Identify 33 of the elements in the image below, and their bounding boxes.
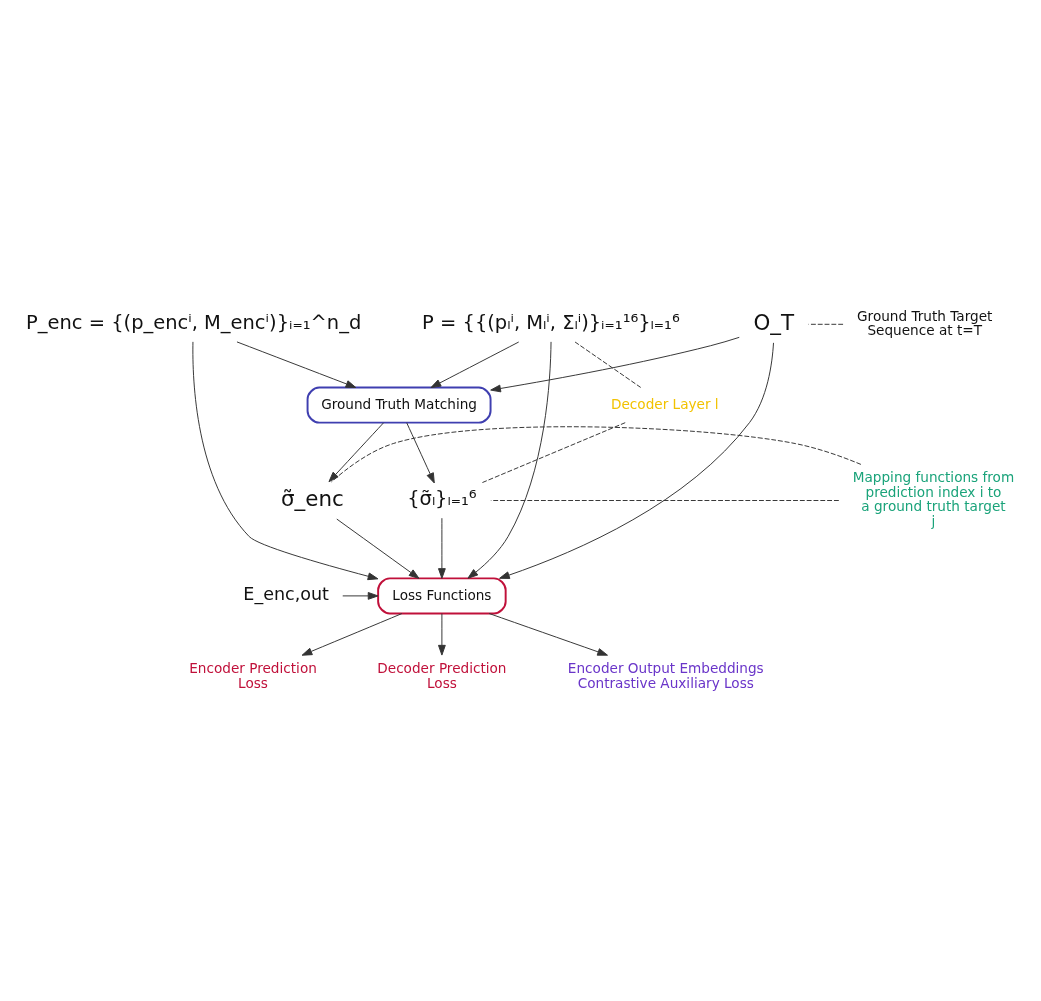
node-text: O_T <box>753 309 795 335</box>
node-text: Decoder Prediction Loss <box>377 659 507 691</box>
node-text: P_enc = {(p_encⁱ, M_encⁱ)}ᵢ₌₁^n_d <box>26 311 362 335</box>
arrow <box>499 342 774 579</box>
arrow <box>192 341 379 581</box>
connector <box>481 422 626 484</box>
node-text: E_enc,out <box>243 584 329 605</box>
node-box: Ground Truth Matching <box>306 386 492 424</box>
node-text: σ̃_enc <box>281 485 344 511</box>
arrow <box>488 613 608 656</box>
connector <box>330 426 862 483</box>
arrow <box>438 517 446 579</box>
connector <box>808 323 844 325</box>
arrow <box>406 422 435 484</box>
arrow <box>336 518 420 579</box>
connector <box>574 341 642 388</box>
node-text: {σ̃ₗ}ₗ₌₁⁶ <box>407 487 477 511</box>
node-text: Encoder Output Embeddings Contrastive Auxiliary Loss <box>567 659 764 691</box>
arrow <box>467 341 552 579</box>
node-text: Encoder Prediction Loss <box>189 659 317 691</box>
node-text: Mapping functions from prediction index i to a ground truth target j <box>852 469 1015 529</box>
arrow <box>301 613 403 656</box>
arrow <box>328 422 385 483</box>
arrow <box>430 341 520 389</box>
node-text: Decoder Layer l <box>610 395 719 412</box>
node-box: Loss Functions <box>377 577 507 615</box>
arrow <box>236 341 357 388</box>
connector <box>490 500 840 501</box>
arrow <box>438 613 446 656</box>
arrow <box>490 336 740 393</box>
node-text: P = {{(pₗⁱ, Mₗⁱ, Σₗⁱ)}ᵢ₌₁¹⁶}ₗ₌₁⁶ <box>422 311 680 335</box>
node-text: Ground Truth Target Sequence at t=T <box>857 307 993 339</box>
arrow <box>342 592 379 600</box>
